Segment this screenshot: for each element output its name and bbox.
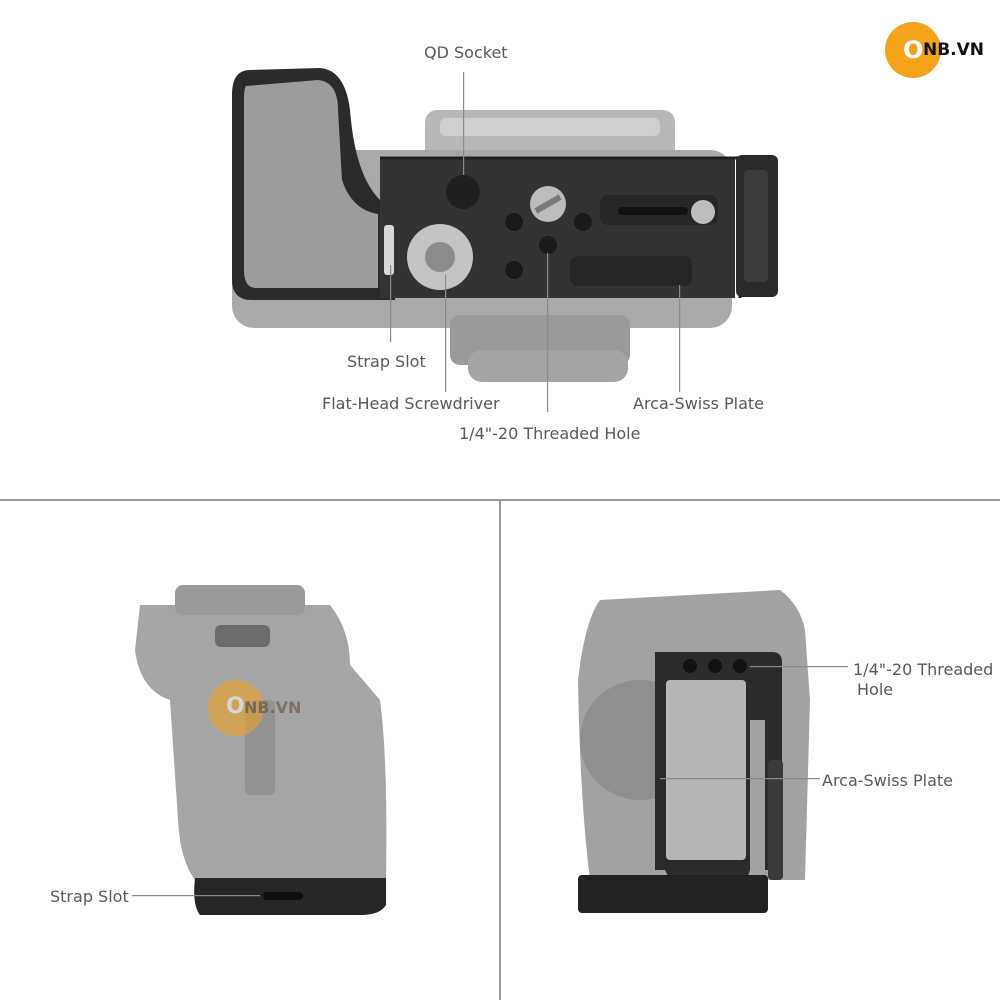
label-qd-socket: QD Socket xyxy=(424,43,508,62)
brand-logo: O NB.VN xyxy=(885,22,995,82)
label-flat-head-screwdriver: Flat-Head Screwdriver xyxy=(322,394,500,413)
bottom-left-camera-view xyxy=(135,585,387,915)
label-arca-swiss-plate-bottom: Arca-Swiss Plate xyxy=(822,771,954,790)
bottom-right-camera-view xyxy=(578,590,810,913)
label-threaded-hole-line2: Hole xyxy=(857,680,894,699)
brand-logo-watermark: O NB.VN xyxy=(208,680,318,740)
top-camera-view xyxy=(232,68,778,382)
label-threaded-hole-top: 1/4"-20 Threaded Hole xyxy=(459,424,641,443)
label-strap-slot-top: Strap Slot xyxy=(347,352,426,371)
vertical-divider xyxy=(499,499,501,1000)
label-threaded-hole-line1: 1/4"-20 Threaded xyxy=(853,660,994,679)
label-arca-swiss-plate-top: Arca-Swiss Plate xyxy=(633,394,765,413)
label-strap-slot-bottom: Strap Slot xyxy=(50,887,129,906)
